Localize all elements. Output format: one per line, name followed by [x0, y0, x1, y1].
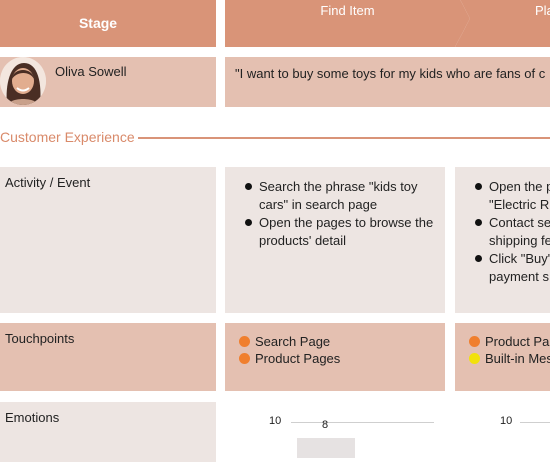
- section-divider: [138, 137, 550, 139]
- stage-find-item[interactable]: Find Item: [225, 0, 470, 47]
- row-label-touchpoints: Touchpoints: [0, 323, 216, 391]
- row-label-activity: Activity / Event: [0, 167, 216, 313]
- stage-place[interactable]: Pla: [455, 0, 550, 47]
- stage-label: Stage: [78, 14, 118, 31]
- stage-find-item-label: Find Item: [320, 3, 375, 18]
- activity-item: Contact se shipping fe: [469, 214, 550, 250]
- touchpoint-dot-icon: [469, 353, 480, 364]
- touchpoints-cell-place: Product Pa Built-in Mes: [455, 323, 550, 391]
- activity-item: Search the phrase "kids toy cars" in sea…: [239, 178, 445, 214]
- activity-cell-place: Open the p "Electric Ri Contact se shipp…: [455, 167, 550, 313]
- stage-place-label: Pla: [535, 3, 550, 18]
- touchpoint-label: Search Page: [255, 333, 331, 349]
- row-label-emotions-text: Emotions: [5, 410, 60, 425]
- avatar: [0, 57, 46, 105]
- emotions-axis-max-label: 10: [269, 415, 282, 427]
- touchpoint-item: Product Pages: [239, 350, 445, 367]
- touchpoint-label: Product Pa: [485, 333, 550, 349]
- emotions-bar-find-item: [297, 438, 355, 458]
- stage-header: Stage: [0, 0, 216, 47]
- emotions-value-label: 8: [322, 419, 329, 431]
- row-label-activity-text: Activity / Event: [5, 175, 91, 190]
- touchpoints-cell-find-item: Search Page Product Pages: [225, 323, 445, 391]
- touchpoint-dot-icon: [239, 353, 250, 364]
- row-label-touchpoints-text: Touchpoints: [5, 331, 75, 346]
- activity-item: Open the pages to browse the products' d…: [239, 214, 445, 250]
- touchpoint-dot-icon: [239, 336, 250, 347]
- touchpoint-item: Built-in Mes: [469, 350, 550, 367]
- section-title: Customer Experience: [0, 129, 135, 145]
- emotions-axis-max-label: 10: [500, 415, 513, 427]
- emotions-gridline: [520, 422, 550, 423]
- touchpoint-dot-icon: [469, 336, 480, 347]
- touchpoint-item: Search Page: [239, 333, 445, 350]
- persona-photo-icon: [0, 57, 46, 105]
- activity-cell-find-item: Search the phrase "kids toy cars" in sea…: [225, 167, 445, 313]
- row-label-emotions: Emotions: [0, 402, 216, 462]
- touchpoint-item: Product Pa: [469, 333, 550, 350]
- persona-name: Oliva Sowell: [55, 64, 127, 79]
- touchpoint-label: Product Pages: [255, 350, 341, 366]
- activity-item: Open the p "Electric Ri: [469, 178, 550, 214]
- touchpoint-label: Built-in Mes: [485, 350, 550, 366]
- persona-quote: "I want to buy some toys for my kids who…: [225, 57, 550, 107]
- emotions-gridline: [291, 422, 434, 423]
- activity-item: Click "Buy" payment s: [469, 250, 550, 286]
